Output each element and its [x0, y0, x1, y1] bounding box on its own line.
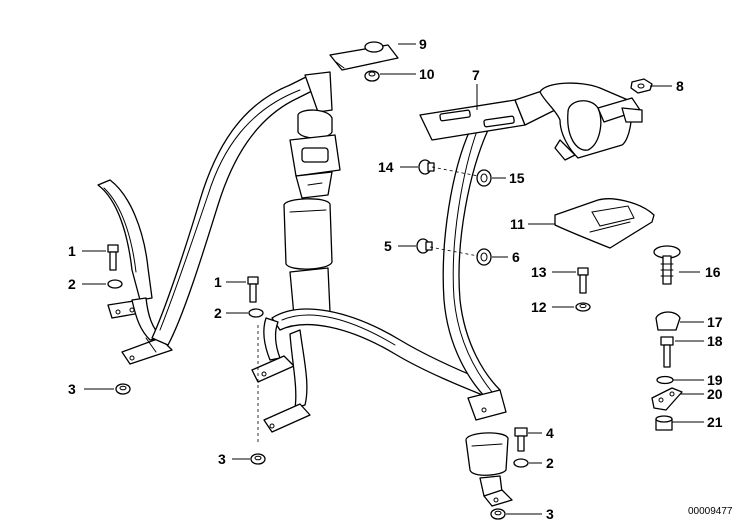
callout-1-center: 1: [214, 274, 222, 290]
callout-labels: 9 10 7 8 14 15 11 5 6 13 16 12 17 18 19 …: [68, 36, 723, 522]
callout-14: 14: [378, 159, 394, 175]
part-14-plug: [418, 159, 435, 175]
callout-9: 9: [419, 36, 427, 52]
callout-18: 18: [707, 333, 723, 349]
callout-4: 4: [546, 425, 554, 441]
callout-2-center: 2: [214, 305, 222, 321]
callout-19: 19: [707, 372, 723, 388]
reference-number: 00009477: [688, 506, 733, 517]
callout-12: 12: [531, 299, 547, 315]
callout-20: 20: [707, 386, 723, 402]
callout-6: 6: [512, 249, 520, 265]
part-13-bolt: [577, 267, 589, 294]
part-18-bolt: [660, 336, 674, 368]
left-washer-2: [107, 279, 123, 289]
part-11-cover: [554, 198, 655, 249]
part-15-grommet: [476, 169, 492, 187]
center-nut-3: [250, 453, 266, 465]
callout-5: 5: [384, 238, 392, 254]
right-nut-3: [490, 508, 506, 520]
right-lower-buckle: [465, 432, 513, 507]
part-9-clip: [329, 41, 399, 71]
center-washer-2: [248, 308, 264, 318]
part-16-push-clip: [653, 245, 681, 285]
callout-10: 10: [419, 66, 435, 82]
left-bolt-1: [107, 244, 119, 271]
center-belt-upper: [289, 71, 341, 199]
part-21-spacer: [655, 415, 673, 431]
leader-lines: [82, 43, 704, 515]
part-5-plug: [416, 238, 433, 254]
right-bolt-4: [514, 427, 528, 452]
left-nut-3: [115, 383, 131, 395]
part-8-nut: [630, 78, 653, 94]
callout-2-left: 2: [68, 276, 76, 292]
callout-3-center: 3: [218, 451, 226, 467]
callout-7: 7: [472, 67, 480, 83]
callout-3-right: 3: [546, 506, 554, 522]
callout-2-right: 2: [546, 455, 554, 471]
left-outer-belt-strap: [97, 179, 173, 365]
callout-1-left: 1: [68, 243, 76, 259]
callout-11: 11: [510, 216, 525, 232]
part-12-washer: [575, 302, 591, 312]
center-bolt-1: [247, 276, 259, 303]
right-washer-2: [513, 458, 529, 468]
part-6-grommet: [476, 248, 492, 266]
part-10-nut: [364, 70, 380, 82]
callout-3-left: 3: [68, 381, 76, 397]
part-19-washer: [656, 375, 674, 385]
callout-17: 17: [707, 314, 723, 330]
part-20-bracket: [651, 387, 683, 411]
callout-8: 8: [676, 78, 684, 94]
center-lower-anchors: [251, 317, 311, 445]
callout-16: 16: [705, 264, 721, 280]
callout-21: 21: [707, 414, 723, 430]
retractor-assembly: [419, 82, 643, 161]
part-17-cap: [655, 311, 681, 331]
right-belt: [442, 121, 507, 421]
center-buckle: [283, 198, 333, 317]
callout-13: 13: [531, 264, 547, 280]
callout-15: 15: [509, 170, 525, 186]
